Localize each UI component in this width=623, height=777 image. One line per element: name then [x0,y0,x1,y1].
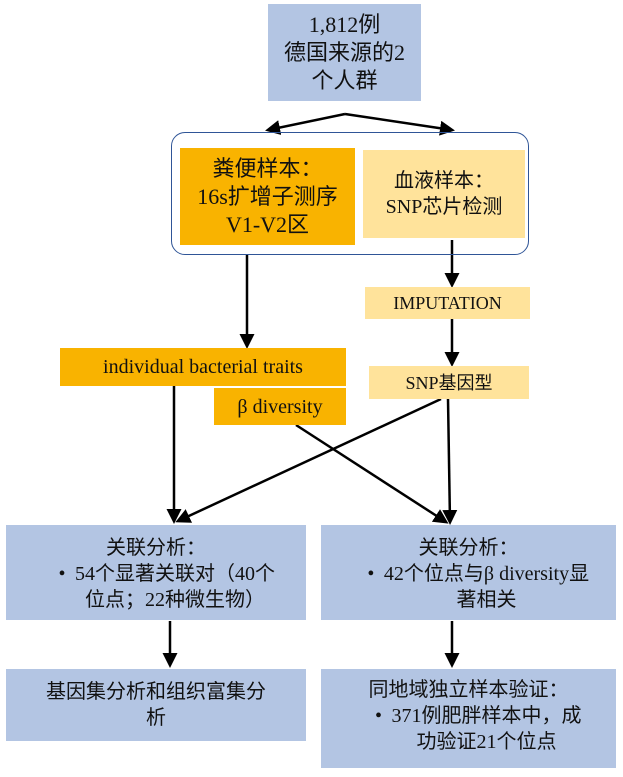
snp-genotype-box: SNP基因型 [369,366,529,399]
validation-line-1: 371例肥胖样本中，成 [391,705,582,727]
validation-item: • 371例肥胖样本中，成 [321,703,616,729]
bullet-icon: • [374,705,382,727]
beta-diversity-box: β diversity [214,388,346,425]
beta-diversity-label: β diversity [237,395,323,418]
blood-line-1: 血液样本： [394,170,494,192]
gene-set-line-1: 基因集分析和组织富集分 [46,681,266,703]
bullet-icon: • [58,563,66,585]
fecal-line-2: 16s扩增子测序 [197,183,338,209]
fecal-line-1: 粪便样本： [212,155,323,181]
bacterial-traits-box: individual bacterial traits [60,348,346,386]
arrow-top-to-fecal [265,112,346,135]
association-right-line-2: 著相关 [456,589,517,611]
bullet-icon: • [367,563,375,585]
fecal-line-3: V1-V2区 [225,211,310,237]
cohort-line-3: 个人群 [311,67,378,93]
cohort-line-2: 德国来源的2 [283,39,405,65]
validation-line-2: 功验证21个位点 [416,731,557,753]
blood-line-2: SNP芯片检测 [385,196,503,218]
association-right-title: 关联分析： [418,537,519,559]
gene-set-analysis-box: 基因集分析和组织富集分 析 [6,669,306,741]
association-left-line-1: 54个显著关联对（40个 [75,563,275,585]
imputation-label: IMPUTATION [393,293,502,313]
validation-title: 同地域独立样本验证： [368,679,569,701]
gene-set-line-2: 析 [146,707,166,729]
association-left-item: • 54个显著关联对（40个 [6,561,306,587]
cohort-box: 1,812例 德国来源的2 个人群 [268,4,421,101]
snp-genotype-label: SNP基因型 [405,372,493,393]
sample-group-outline [171,132,529,255]
arrow-top-to-blood [344,112,455,136]
fecal-sample-box: 粪便样本： 16s扩增子测序 V1-V2区 [180,148,355,245]
validation-box: 同地域独立样本验证： • 371例肥胖样本中，成 功验证21个位点 [321,669,616,768]
arrow-snp-to-assoc-right [442,398,458,525]
imputation-box: IMPUTATION [365,287,530,319]
bacterial-traits-label: individual bacterial traits [103,356,303,378]
association-left-box: 关联分析： • 54个显著关联对（40个 位点；22种微生物） [6,525,306,620]
arrow-beta-to-assoc-right [295,423,449,524]
cohort-line-1: 1,812例 [308,11,381,37]
association-right-item: • 42个位点与β diversity显 [321,561,616,587]
blood-sample-box: 血液样本： SNP芯片检测 [363,150,525,238]
association-left-line-2: 位点；22种微生物） [85,589,265,611]
association-right-box: 关联分析： • 42个位点与β diversity显 著相关 [321,525,616,620]
arrow-snp-to-assoc-left [175,397,442,523]
association-right-line-1: 42个位点与β diversity显 [383,563,590,585]
association-left-title: 关联分析： [106,537,206,559]
